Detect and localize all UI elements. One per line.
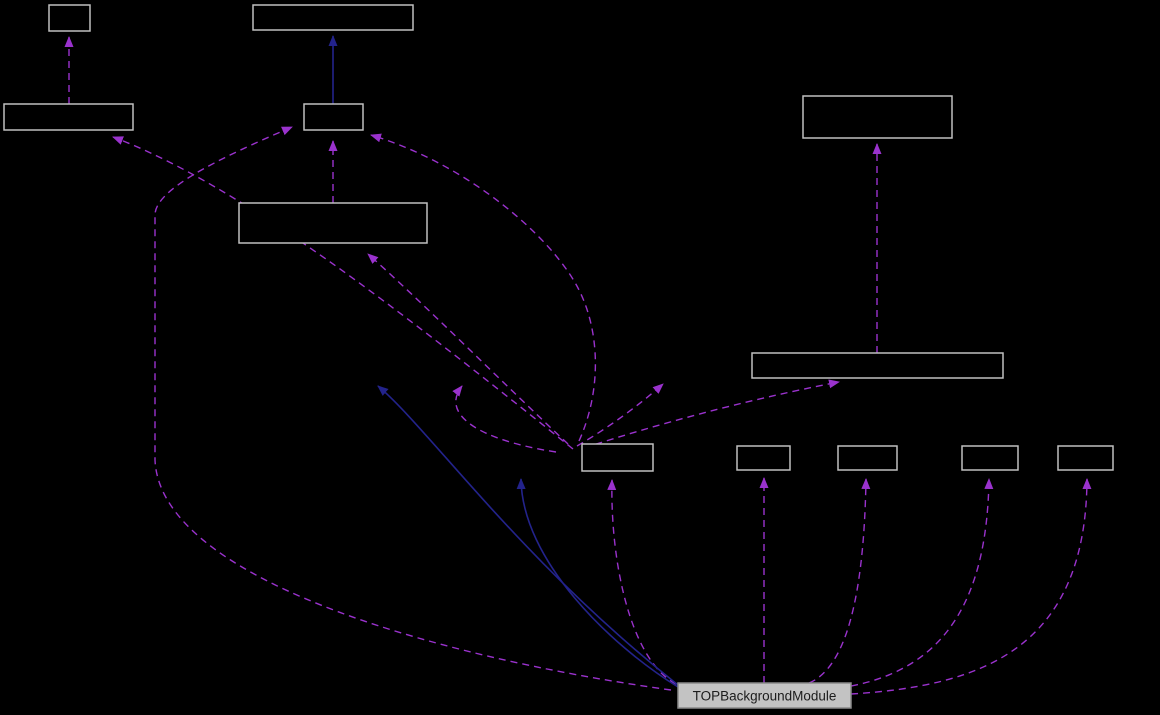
diagram-edge-dashed-9 — [154, 126, 672, 691]
diagram-node-n1[interactable] — [48, 4, 91, 32]
diagram-node-n7[interactable] — [751, 352, 1004, 379]
diagram-node-n12[interactable] — [1057, 445, 1114, 471]
diagram-edge-dashed-13 — [452, 385, 557, 453]
diagram-edge-dashed-12 — [370, 133, 597, 442]
edge-layer — [64, 35, 1092, 695]
diagram-edge-dashed-5 — [808, 478, 871, 684]
diagram-node-n11[interactable] — [961, 445, 1019, 471]
diagram-edge-dashed-14 — [576, 383, 664, 447]
diagram-edge-solid-17 — [516, 478, 679, 688]
node-layer: TOPBackgroundModule — [3, 4, 1114, 709]
diagram-edge-dashed-8 — [607, 479, 677, 685]
diagram-edge-dashed-11 — [367, 253, 569, 445]
diagram-node-n8[interactable] — [581, 443, 654, 472]
diagram-node-n4[interactable] — [303, 103, 364, 131]
diagram-node-n3[interactable] — [3, 103, 134, 131]
diagram-edge-dashed-6 — [850, 478, 994, 687]
diagram-edge-dashed-7 — [850, 478, 1092, 695]
diagram-node-n5[interactable] — [238, 202, 428, 244]
diagram-node-n2[interactable] — [252, 4, 414, 31]
diagram-node-n9[interactable] — [736, 445, 791, 471]
node-label: TOPBackgroundModule — [693, 689, 837, 704]
node-topbackgroundmodule[interactable] — [677, 682, 852, 709]
diagram-edge-dashed-15 — [583, 379, 840, 449]
diagram-node-n10[interactable] — [837, 445, 898, 471]
diagram-edge-solid-16 — [377, 385, 679, 686]
diagram-edge-dashed-10 — [112, 136, 574, 450]
diagram-node-n6[interactable] — [802, 95, 953, 139]
